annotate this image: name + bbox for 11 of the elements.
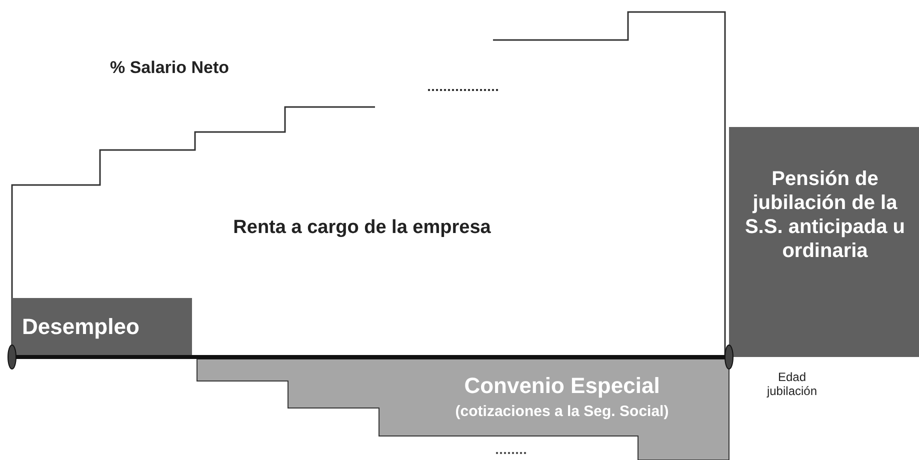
stepped-bar: [197, 359, 729, 460]
unemployment-bar: [12, 298, 192, 357]
area-label: Renta a cargo de la empresa: [232, 217, 492, 240]
bar-label: Pensión de jubilación de la S.S. anticipada u ordinaria: [744, 167, 906, 263]
bar-label: Desempleo: [22, 314, 140, 340]
axis-title: % Salario Neto: [110, 58, 230, 78]
bar-title: Convenio Especial: [463, 373, 661, 400]
axis-note: Edad jubilación: [766, 370, 818, 398]
bar-subtitle: (cotizaciones a la Seg. Social): [454, 403, 670, 421]
stepped-area: [12, 12, 729, 357]
pension-bar: [729, 127, 919, 357]
